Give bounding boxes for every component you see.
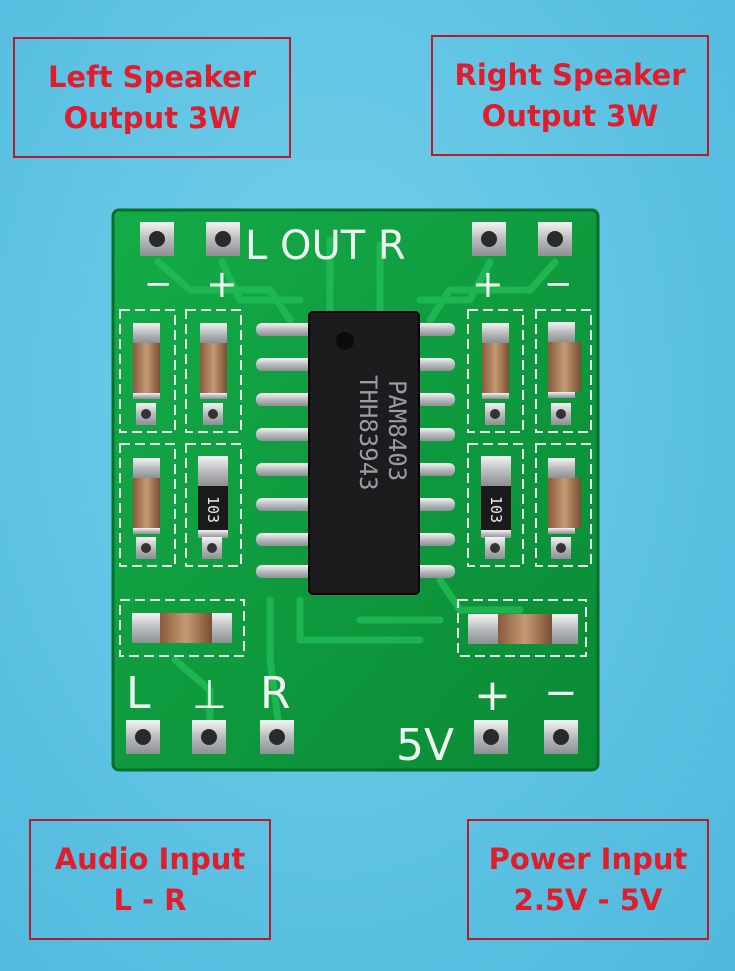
smd-capacitors: [133, 322, 581, 559]
power-minus-label: −: [544, 670, 578, 716]
right-speaker-spec: Output 3W: [481, 98, 659, 133]
out-left-plus: +: [206, 262, 238, 306]
left-speaker-callout: Left Speaker Output 3W: [13, 37, 291, 158]
resistor-code-right: 103: [487, 496, 505, 523]
audio-input-callout: Audio Input L - R: [29, 819, 271, 940]
output-pads: [140, 222, 572, 256]
resistor-code-left: 103: [204, 496, 222, 523]
smd-resistors: [198, 456, 511, 559]
chip-marking-code: THH83943: [354, 375, 382, 491]
power-input-title: Power Input: [488, 841, 688, 876]
right-speaker-callout: Right Speaker Output 3W: [431, 35, 709, 156]
in-ground-label: ⊥: [192, 672, 227, 718]
right-speaker-callout-text: Right Speaker Output 3W: [455, 55, 686, 137]
out-right-minus: −: [544, 264, 573, 304]
power-input-callout-text: Power Input 2.5V - 5V: [489, 839, 688, 921]
power-input-callout: Power Input 2.5V - 5V: [467, 819, 709, 940]
audio-input-spec: L - R: [113, 882, 187, 917]
power-plus-label: +: [474, 670, 511, 721]
chip-marking-model: PAM8403: [383, 380, 411, 481]
power-voltage-label: 5V: [396, 720, 454, 771]
horizontal-capacitors: [132, 613, 578, 644]
pam8403-chip: [308, 311, 420, 595]
left-speaker-callout-text: Left Speaker Output 3W: [48, 57, 256, 139]
in-left-label: L: [126, 668, 151, 719]
in-right-label: R: [260, 668, 291, 719]
copper-traces: [154, 236, 559, 739]
out-left-minus: −: [144, 264, 173, 304]
component-outlines: [119, 309, 592, 657]
out-label: L OUT R: [245, 223, 406, 269]
out-right-plus: +: [472, 262, 504, 306]
left-speaker-title: Left Speaker: [47, 59, 257, 94]
left-speaker-spec: Output 3W: [63, 100, 241, 135]
audio-input-callout-text: Audio Input L - R: [55, 839, 246, 921]
audio-input-title: Audio Input: [54, 841, 246, 876]
power-input-spec: 2.5V - 5V: [513, 882, 663, 917]
chip-pin1-dot: [336, 332, 354, 350]
input-pads: [126, 720, 578, 754]
right-speaker-title: Right Speaker: [454, 57, 686, 92]
